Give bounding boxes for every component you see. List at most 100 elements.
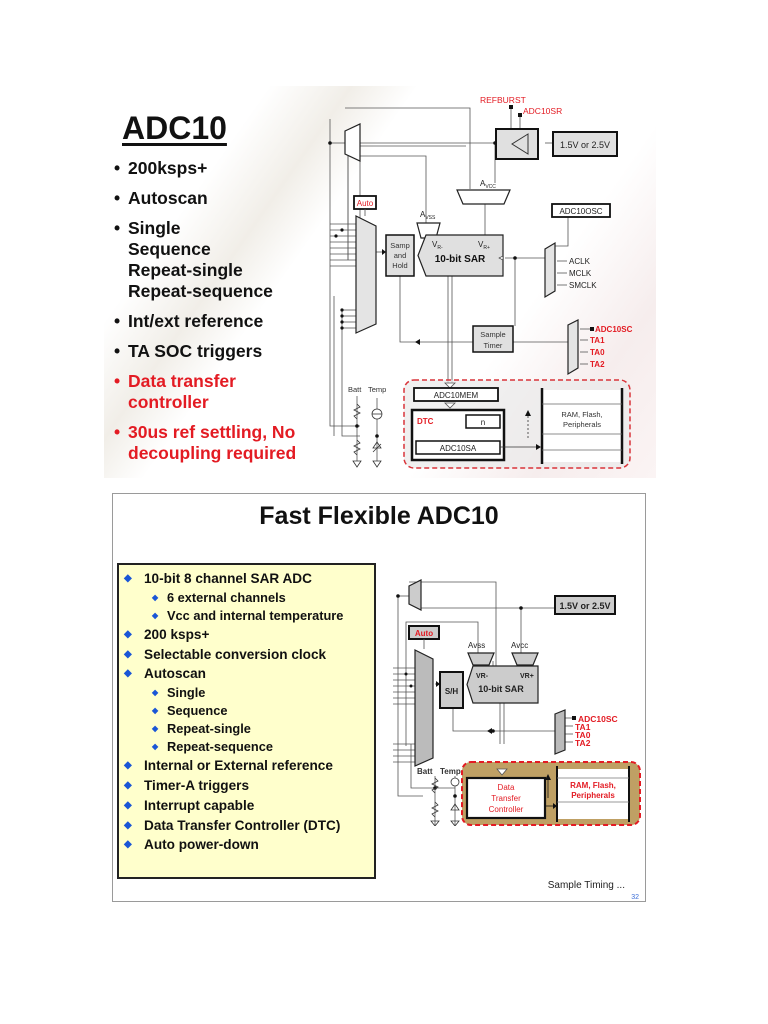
- bullet-line: Single: [128, 218, 181, 238]
- diamond-bullet-icon: ◆: [152, 592, 159, 602]
- slide-adc10-overview: ADC10 200ksps+ Autoscan Single Sequence …: [104, 86, 656, 478]
- sample-timer-block: [472, 325, 514, 353]
- timer-label: Timer: [484, 341, 503, 350]
- input-mux: [355, 215, 377, 334]
- slide1-title: ADC10: [122, 110, 227, 146]
- clock-mux: [544, 241, 556, 299]
- ground-icon: [372, 460, 382, 468]
- adc10-block-diagram: 1.5V or 2.5V REFBURST ADC10SR AVCC AVSS …: [328, 95, 633, 469]
- trigger-mux: [567, 319, 579, 376]
- feature-item: ◆ Autoscan: [119, 664, 374, 684]
- refburst-label: REFBURST: [480, 95, 526, 105]
- trigger-ta2: TA2: [590, 360, 605, 369]
- feature-text: Repeat-single: [167, 721, 251, 737]
- feature-item: ◆ Timer-A triggers: [119, 776, 374, 796]
- feature-text: Vcc and internal temperature: [167, 607, 344, 623]
- bullet-line: decoupling required: [128, 443, 297, 463]
- trigger-mux: [554, 709, 566, 755]
- feature-item: ◆Internal or External reference: [119, 756, 374, 776]
- temp-label: Temp: [368, 385, 386, 394]
- memory-label-2: Peripherals: [571, 791, 615, 800]
- feature-text: Repeat-sequence: [167, 739, 273, 755]
- diamond-bullet-icon: ◆: [124, 648, 132, 660]
- feature-text: 6 external channels: [167, 589, 286, 605]
- dtc-label-1: Data: [498, 783, 515, 792]
- adc10osc-label: ADC10OSC: [559, 207, 602, 216]
- diamond-bullet-icon: ◆: [152, 610, 159, 620]
- feature-text: Interrupt capable: [144, 797, 255, 813]
- vr-plus-label: VR+: [520, 673, 534, 680]
- feature-item: ◆Auto power-down: [119, 835, 374, 855]
- bullet-reference: Int/ext reference: [112, 311, 327, 332]
- feature-item: ◆ Interrupt capable: [119, 796, 374, 816]
- feature-text: 10-bit 8 channel SAR ADC: [144, 571, 312, 586]
- batt-label: Batt: [417, 767, 433, 776]
- avss-label: AVSS: [420, 210, 436, 221]
- avss-label: Avss: [468, 641, 485, 650]
- diamond-bullet-icon: ◆: [152, 742, 159, 752]
- vr-minus-main: V: [432, 240, 438, 249]
- auto-label: Auto: [357, 199, 374, 208]
- feature-item: ◆10-bit 8 channel SAR ADC: [119, 569, 374, 589]
- ground-icon: [352, 460, 362, 468]
- avcc-sub: VCC: [485, 184, 496, 190]
- diode-icon: [450, 803, 460, 811]
- sample-and-hold-block: [385, 234, 415, 277]
- resistor-icon: [431, 801, 439, 818]
- bullet-line: Repeat-single: [128, 260, 243, 280]
- temp-label: Temp: [440, 767, 461, 776]
- bullet-line: Repeat-sequence: [128, 281, 273, 301]
- avss-mux: [467, 652, 495, 666]
- sample-label: Sample: [480, 330, 505, 339]
- adc10-simplified-diagram: 1.5V or 2.5V Auto Avss Avcc S/H VR- VR+ …: [393, 579, 641, 826]
- bullet-line: Int/ext reference: [128, 311, 264, 331]
- n-label: n: [481, 418, 485, 427]
- bullet-dtc: Data transfer controller: [112, 371, 327, 413]
- ground-icon: [450, 820, 460, 826]
- bullet-autoscan: Autoscan: [112, 188, 327, 209]
- avcc-label: Avcc: [511, 641, 528, 650]
- bullet-line: 200ksps+: [128, 158, 208, 178]
- memory-block: [557, 769, 629, 819]
- diamond-bullet-icon: ◆: [124, 799, 132, 811]
- ref-mux: [408, 579, 422, 611]
- diamond-bullet-icon: ◆: [124, 760, 132, 772]
- vr-minus-label: VR-: [432, 240, 443, 251]
- next-slide-hint: Sample Timing ...: [547, 880, 625, 891]
- sample-hold-block: [439, 671, 464, 709]
- hold-label: Hold: [392, 261, 407, 270]
- diamond-bullet-icon: ◆: [124, 779, 132, 791]
- feature-subitem: ◆Repeat-single: [119, 720, 374, 738]
- sar-label: 10-bit SAR: [478, 684, 524, 694]
- auto-label: Auto: [415, 629, 433, 638]
- avcc-mux: [456, 189, 511, 205]
- diamond-bullet-icon: ◆: [124, 628, 132, 640]
- clock-aclk: ACLK: [569, 257, 591, 266]
- ref-voltage-block: [554, 595, 616, 615]
- clock-mclk: MCLK: [569, 269, 592, 278]
- feature-subitem: ◆ Vcc and internal temperature: [119, 607, 374, 625]
- memory-label-2: Peripherals: [563, 420, 601, 429]
- samp-label: Samp: [390, 241, 410, 250]
- input-mux: [414, 649, 434, 767]
- vr-plus-main: V: [478, 240, 484, 249]
- ref-mux: [344, 123, 361, 162]
- feature-text: Autoscan: [144, 666, 206, 682]
- adc10sr-label: ADC10SR: [523, 106, 562, 116]
- adc10osc-block: [551, 203, 611, 218]
- current-source-icon: [450, 777, 460, 787]
- feature-box: ◆10-bit 8 channel SAR ADC ◆6 external ch…: [117, 563, 376, 879]
- resistor-icon: [353, 403, 361, 420]
- feature-list: ◆10-bit 8 channel SAR ADC ◆6 external ch…: [119, 565, 374, 855]
- vr-minus-sub: R-: [437, 245, 443, 251]
- feature-text: Auto power-down: [144, 837, 259, 853]
- feature-text: Timer-A triggers: [144, 777, 249, 793]
- diamond-bullet-icon: ◆: [124, 668, 132, 680]
- bullet-line: Data transfer: [128, 371, 236, 391]
- bullet-modes: Single Sequence Repeat-single Repeat-seq…: [112, 218, 327, 302]
- avcc-label: AVCC: [480, 179, 496, 190]
- bullet-line: TA SOC triggers: [128, 341, 263, 361]
- feature-item: ◆ Selectable conversion clock: [119, 645, 374, 665]
- slide1-bullet-list: 200ksps+ Autoscan Single Sequence Repeat…: [112, 158, 327, 473]
- feature-text: Selectable conversion clock: [144, 646, 327, 662]
